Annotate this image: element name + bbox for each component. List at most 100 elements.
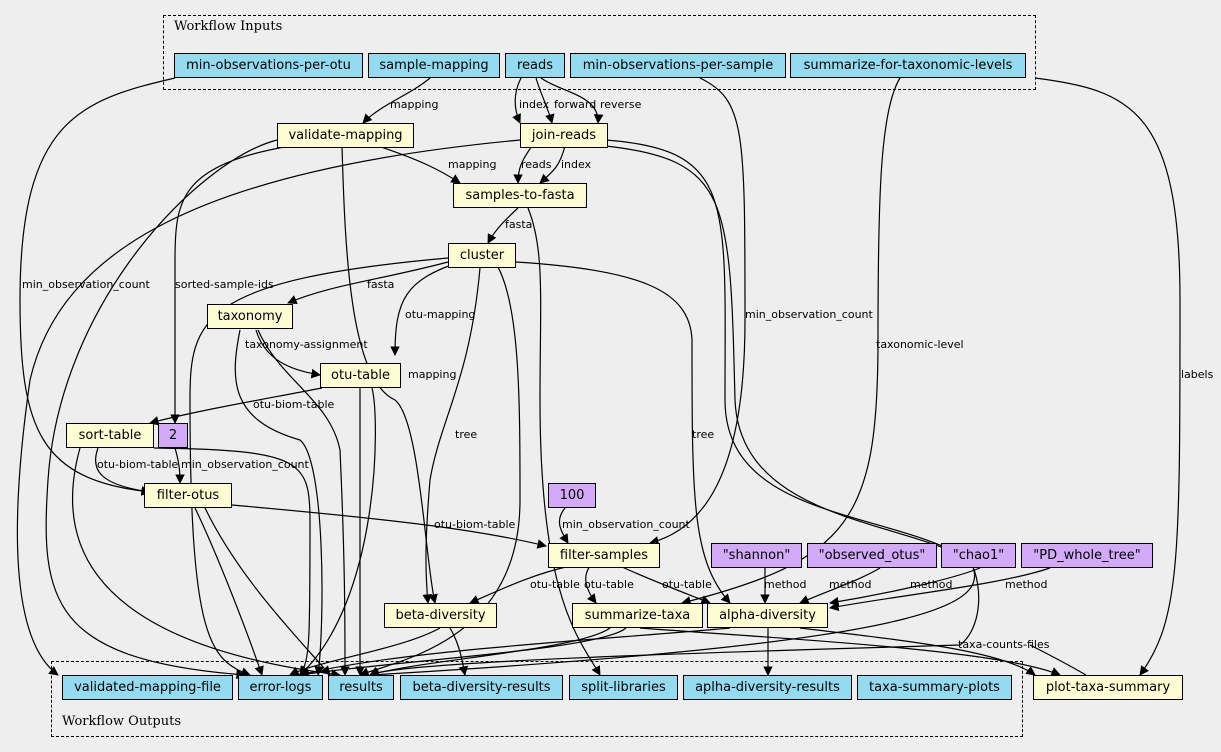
- step-alpha-diversity[interactable]: alpha-diversity: [707, 603, 828, 628]
- edge-reads-forward: [535, 77, 555, 124]
- edge-summarize-levels-to-plot: [1034, 77, 1181, 676]
- param-pd-whole-tree[interactable]: "PD_whole_tree": [1021, 543, 1153, 568]
- edge-otu-table-to-error: [299, 387, 376, 676]
- input-reads[interactable]: reads: [505, 53, 565, 78]
- edge-label-index-2: index: [561, 158, 592, 171]
- edge-join-to-results-2: [369, 139, 976, 680]
- edge-cluster-tree-to-alpha: [515, 261, 731, 604]
- edge-label-method-3: method: [910, 578, 953, 591]
- edge-label-min-observation-count-1: min_observation_count: [22, 278, 150, 291]
- step-otu-table[interactable]: otu-table: [320, 363, 401, 388]
- edge-label-fasta-1: fasta: [505, 218, 533, 231]
- edge-beta-to-results-out: [449, 627, 469, 676]
- edge-label-otu-biom-table-3: otu-biom-table: [434, 518, 516, 531]
- edge-label-otu-biom-table-1: otu-biom-table: [253, 398, 335, 411]
- output-beta-diversity-results[interactable]: beta-diversity-results: [400, 675, 563, 700]
- edge-cluster-to-otu-table: [390, 261, 461, 356]
- edge-label-otu-table-2: otu-table: [584, 578, 634, 591]
- input-sample-mapping[interactable]: sample-mapping: [368, 53, 500, 78]
- step-filter-samples[interactable]: filter-samples: [548, 543, 660, 568]
- edge-filter-samples-to-summarize: [585, 565, 597, 604]
- workflow-outputs-cluster: [51, 661, 1023, 737]
- output-validated-mapping-file[interactable]: validated-mapping-file: [62, 675, 233, 700]
- edge-validate-to-sort-table: [170, 145, 291, 424]
- edge-label-otu-table-3: otu-table: [662, 578, 712, 591]
- input-summarize-for-taxonomic-levels[interactable]: summarize-for-taxonomic-levels: [790, 53, 1026, 78]
- edge-join-reads-reads: [513, 145, 533, 184]
- edge-min-obs-per-otu-to-filter-otus: [19, 77, 176, 496]
- step-samples-to-fasta[interactable]: samples-to-fasta: [453, 183, 587, 208]
- edge-cluster-to-error-logs: [189, 257, 449, 677]
- edge-sample-mapping-to-validate: [362, 77, 431, 124]
- step-plot-taxa-summary[interactable]: plot-taxa-summary: [1033, 675, 1183, 700]
- edge-validate-to-error-logs: [45, 139, 278, 680]
- edge-cluster-to-taxonomy: [287, 261, 449, 305]
- step-join-reads[interactable]: join-reads: [520, 123, 608, 148]
- edge-join-reads-index: [539, 145, 566, 184]
- step-filter-otus[interactable]: filter-otus: [144, 483, 232, 508]
- edge-plot-back: [1029, 644, 1087, 676]
- param-shannon[interactable]: "shannon": [711, 543, 802, 568]
- edge-label-tree-1: tree: [455, 428, 478, 441]
- step-cluster[interactable]: cluster: [448, 243, 516, 268]
- edge-label-labels: labels: [1181, 368, 1214, 381]
- step-taxonomy[interactable]: taxonomy: [207, 304, 293, 329]
- edge-alpha-to-plot: [799, 627, 1036, 676]
- edge-label-reads: reads: [521, 158, 552, 171]
- edge-label-min-observation-count-2: min_observation_count: [745, 308, 873, 321]
- edge-chao1-to-alpha: [829, 567, 981, 607]
- edge-sort-to-error-logs: [153, 447, 311, 676]
- param-100[interactable]: 100: [548, 483, 596, 508]
- edge-label-forward: forward: [554, 98, 597, 111]
- param-2[interactable]: 2: [158, 423, 188, 448]
- edge-samples-to-split: [527, 207, 601, 676]
- edge-p2-to-filter-otus: [174, 447, 185, 484]
- edge-label-method-1: method: [764, 578, 807, 591]
- edge-join-to-validated: [16, 139, 521, 676]
- edge-label-mapping-2: mapping: [448, 158, 497, 171]
- step-summarize-taxa[interactable]: summarize-taxa: [572, 603, 703, 628]
- edge-reads-reverse: [540, 77, 604, 124]
- edge-label-min-observation-count-3: min_observation_count: [181, 458, 309, 471]
- param-chao1[interactable]: "chao1": [941, 543, 1016, 568]
- edge-p100-to-filter-samples: [558, 507, 569, 544]
- edge-label-mapping-1: mapping: [390, 98, 439, 111]
- edge-label-otu-mapping: otu-mapping: [405, 308, 476, 321]
- edge-label-taxonomy-assignment: taxonomy-assignment: [245, 338, 368, 351]
- edge-taxonomy-to-otu-table: [255, 329, 321, 379]
- input-min-observations-per-sample[interactable]: min-observations-per-sample: [570, 53, 786, 78]
- edge-label-reverse: reverse: [600, 98, 642, 111]
- step-validate-mapping[interactable]: validate-mapping: [277, 123, 414, 148]
- edge-sort-to-results: [71, 447, 341, 679]
- step-beta-diversity[interactable]: beta-diversity: [384, 603, 497, 628]
- param-observed-otus[interactable]: "observed_otus": [807, 543, 937, 568]
- edge-taxonomy-to-error-logs: [234, 329, 324, 676]
- output-results[interactable]: results: [328, 675, 394, 700]
- edge-filter-samples-to-beta: [469, 565, 571, 604]
- edge-label-mapping-3: mapping: [408, 368, 457, 381]
- edge-min-obs-per-sample-to-filter-samples: [649, 77, 746, 546]
- step-sort-table[interactable]: sort-table: [66, 423, 154, 448]
- edge-label-min-observation-count-4: min_observation_count: [562, 518, 690, 531]
- input-min-observations-per-otu[interactable]: min-observations-per-otu: [174, 53, 363, 78]
- edge-summarize-to-plot: [639, 627, 1061, 677]
- edge-label-method-2: method: [829, 578, 872, 591]
- edge-sort-to-filter-otus: [94, 447, 151, 496]
- edge-filter-otus-to-results: [204, 507, 331, 676]
- output-error-logs[interactable]: error-logs: [238, 675, 323, 700]
- edge-summarize-to-error: [299, 627, 627, 679]
- edge-fasta-to-cluster: [487, 207, 519, 244]
- output-split-libraries[interactable]: split-libraries: [569, 675, 678, 700]
- workflow-inputs-label: Workflow Inputs: [174, 19, 283, 34]
- output-aplha-diversity-results[interactable]: aplha-diversity-results: [683, 675, 852, 700]
- workflow-inputs-cluster: [163, 15, 1036, 90]
- edge-label-index-1: index: [519, 98, 550, 111]
- edge-join-to-plot: [369, 145, 980, 676]
- edge-validate-to-samples-to-fasta: [377, 145, 461, 184]
- edge-label-otu-biom-table-2: otu-biom-table: [97, 458, 179, 471]
- edge-cluster-to-results: [359, 261, 521, 677]
- edge-alpha-to-error: [299, 627, 731, 678]
- edge-filter-samples-to-alpha: [619, 565, 711, 605]
- output-taxa-summary-plots[interactable]: taxa-summary-plots: [857, 675, 1012, 700]
- edge-summarize-to-results: [369, 627, 611, 678]
